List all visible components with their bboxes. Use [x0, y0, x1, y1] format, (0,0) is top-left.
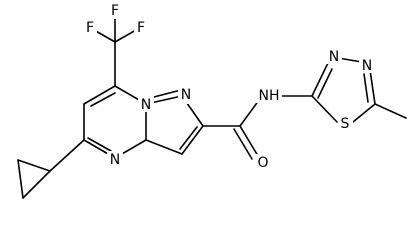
bond-c6-c7	[83, 85, 116, 105]
bond-c5t-s	[352, 103, 376, 123]
atom-f-left: F	[86, 20, 94, 36]
atom-label-group: F F F N N N NH O S N N	[83, 3, 375, 171]
bond-cyclopropyl-3	[22, 170, 51, 199]
bond-c2-c3-double	[179, 126, 198, 150]
bond-c6-c7-double	[90, 92, 116, 107]
atom-f-right: F	[137, 20, 145, 36]
bond-n1-n1-double	[149, 89, 182, 99]
bond-c2t-n3t-double	[317, 68, 333, 99]
atom-o: O	[257, 155, 268, 171]
bond-s-c2t	[311, 95, 338, 123]
atom-n-pyrimidine: N	[110, 152, 120, 168]
atom-n-thiadiazole-right: N	[362, 58, 372, 74]
bond-c3-c3a	[145, 139, 183, 155]
bond-carbonyl-o	[239, 125, 259, 157]
bond-c-f-left	[93, 29, 116, 43]
bond-c5-cyclopropyl	[49, 139, 85, 172]
bond-cyclopropyl-1	[17, 159, 51, 172]
bond-c-f-right	[114, 29, 137, 43]
atom-nh: NH	[259, 88, 280, 104]
bond-c2-c3	[181, 125, 204, 155]
atom-n-thiadiazole-left: N	[329, 49, 339, 65]
chemical-structure: F F F N N N NH O S N N	[17, 3, 407, 199]
structure-canvas: F F F N N N NH O S N N	[17, 3, 407, 199]
bond-carbonyl-o-double	[233, 128, 253, 160]
bond-n4-c5-double	[87, 137, 112, 152]
bond-cyclopropyl-2	[17, 159, 24, 199]
bond-n4t-c5t-double	[363, 73, 369, 103]
bond-c5t-methyl	[374, 103, 407, 119]
atom-n-bridge: N	[141, 97, 151, 113]
atom-f-top: F	[111, 3, 119, 19]
bond-n4t-c5t	[369, 69, 376, 105]
atom-n-pyrazole: N	[181, 87, 191, 103]
atom-s: S	[341, 116, 350, 132]
bond-c2t-n3t	[311, 62, 329, 97]
